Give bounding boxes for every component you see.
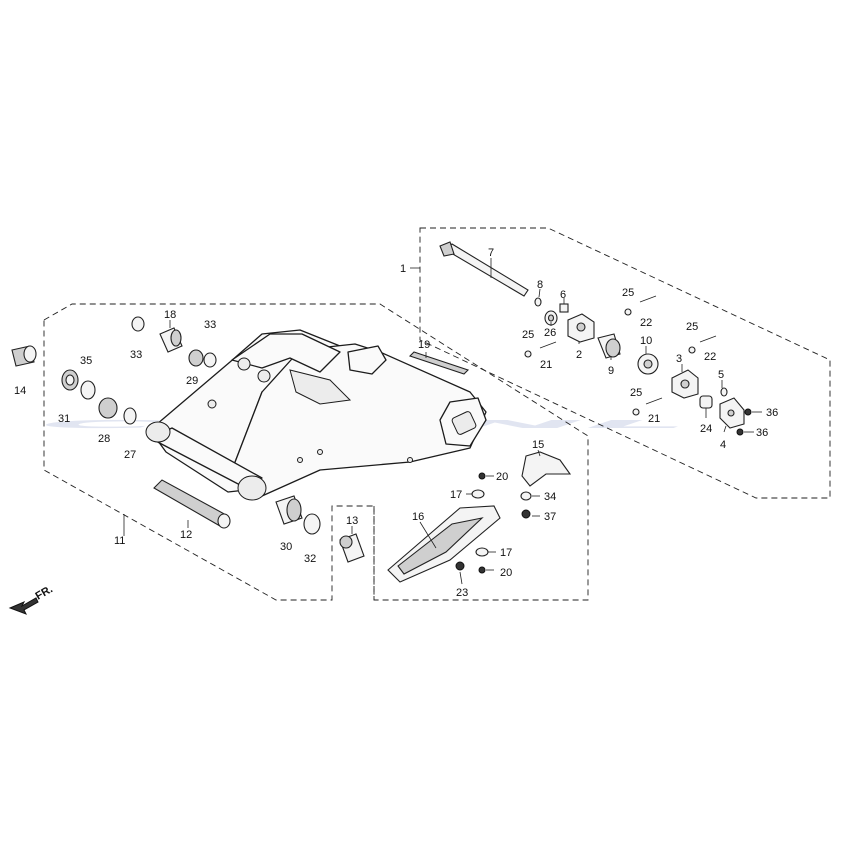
callout-29: 29 <box>186 375 198 387</box>
part-16-chain-slider <box>387 505 501 583</box>
callout-6: 6 <box>560 289 566 301</box>
callout-4: 4 <box>720 439 726 451</box>
part-34-washer <box>520 491 532 501</box>
part-25-nut-c <box>688 346 696 354</box>
callout-37: 37 <box>544 511 556 523</box>
callout-16: 16 <box>412 511 424 523</box>
part-12-pivot-tube <box>153 479 231 529</box>
callout-25-d: 25 <box>630 387 642 399</box>
callout-20-b: 20 <box>500 567 512 579</box>
callout-20-a: 20 <box>496 471 508 483</box>
part-33-seal-a <box>131 316 145 332</box>
part-18-collar <box>159 327 183 353</box>
callout-23: 23 <box>456 587 468 599</box>
callout-11: 11 <box>114 535 125 547</box>
part-6-nut <box>559 303 569 313</box>
part-36-bolt-b <box>736 428 744 436</box>
part-13-collar <box>339 533 365 563</box>
part-17-washer-a <box>471 489 485 499</box>
callout-31: 31 <box>58 413 70 425</box>
callout-numbers: 1 7 8 6 26 2 25 22 25 21 9 10 25 22 3 5 … <box>14 247 778 599</box>
callout-12: 12 <box>180 529 192 541</box>
part-25-nut-a <box>624 308 632 316</box>
callout-18: 18 <box>164 309 176 321</box>
group-box-swingarm <box>43 303 589 601</box>
direction-label: FR. <box>34 583 55 602</box>
part-2-adjuster-block <box>567 313 595 343</box>
callout-21-b: 21 <box>648 413 660 425</box>
part-22-bolt-a <box>639 295 657 303</box>
callout-21-a: 21 <box>540 359 552 371</box>
callout-5: 5 <box>718 369 724 381</box>
part-29-bearing <box>188 349 204 367</box>
part-21-bolt-b <box>645 397 663 405</box>
callout-26: 26 <box>544 327 556 339</box>
callout-34: 34 <box>544 491 556 503</box>
callout-17-b: 17 <box>500 547 512 559</box>
callout-15: 15 <box>532 439 544 451</box>
part-28-bearing <box>98 397 118 419</box>
part-3-adjuster-plate <box>671 369 699 399</box>
swingarm-frame <box>145 329 487 501</box>
part-35-seal <box>80 380 96 400</box>
part-27-seal <box>123 407 137 425</box>
callout-24: 24 <box>700 423 712 435</box>
callout-13: 13 <box>346 515 358 527</box>
callout-36-b: 36 <box>756 427 768 439</box>
leader-lines <box>123 258 762 585</box>
callout-1: 1 <box>400 263 406 275</box>
callout-30: 30 <box>280 541 292 553</box>
part-8-ring <box>534 297 542 307</box>
callout-25-c: 25 <box>686 321 698 333</box>
part-10-bushing <box>637 353 659 375</box>
callout-22-a: 22 <box>640 317 652 329</box>
callout-25-a: 25 <box>622 287 634 299</box>
part-17-washer-b <box>475 547 489 557</box>
group-box-axle <box>419 227 831 499</box>
part-21-bolt-a <box>539 341 557 349</box>
callout-32: 32 <box>304 553 316 565</box>
callout-33-b: 33 <box>204 319 216 331</box>
callout-14: 14 <box>14 385 26 397</box>
part-5-nut <box>720 387 728 397</box>
callout-28: 28 <box>98 433 110 445</box>
arrow-left-down-icon <box>8 597 39 615</box>
callout-3: 3 <box>676 353 682 365</box>
part-14-collar <box>11 345 37 367</box>
callout-19: 19 <box>418 339 430 351</box>
part-32-seal <box>303 513 321 535</box>
part-30-bearing <box>275 495 303 525</box>
part-15-bracket <box>521 451 572 487</box>
part-4-end-plate <box>719 397 745 429</box>
callout-27: 27 <box>124 449 136 461</box>
part-25-nut-d <box>632 408 640 416</box>
part-23-bolt <box>455 561 465 571</box>
part-20-screw-b <box>478 566 486 574</box>
callout-8: 8 <box>537 279 543 291</box>
part-19-strip <box>408 351 470 375</box>
callout-9: 9 <box>608 365 614 377</box>
callout-25-b: 25 <box>522 329 534 341</box>
callout-7: 7 <box>488 247 494 259</box>
callout-17-a: 17 <box>450 489 462 501</box>
callout-36-a: 36 <box>766 407 778 419</box>
callout-35: 35 <box>80 355 92 367</box>
part-37-bolt <box>521 509 531 519</box>
part-20-screw-a <box>478 472 486 480</box>
callout-10: 10 <box>640 335 652 347</box>
part-24-cap <box>699 395 713 409</box>
callout-22-b: 22 <box>704 351 716 363</box>
callout-33-a: 33 <box>130 349 142 361</box>
callout-2: 2 <box>576 349 582 361</box>
part-22-bolt-b <box>699 335 717 343</box>
part-36-bolt-a <box>744 408 752 416</box>
part-33-seal-b <box>203 352 217 368</box>
part-9-collar <box>597 333 621 359</box>
part-25-nut-b <box>524 350 532 358</box>
part-axle <box>439 241 529 297</box>
